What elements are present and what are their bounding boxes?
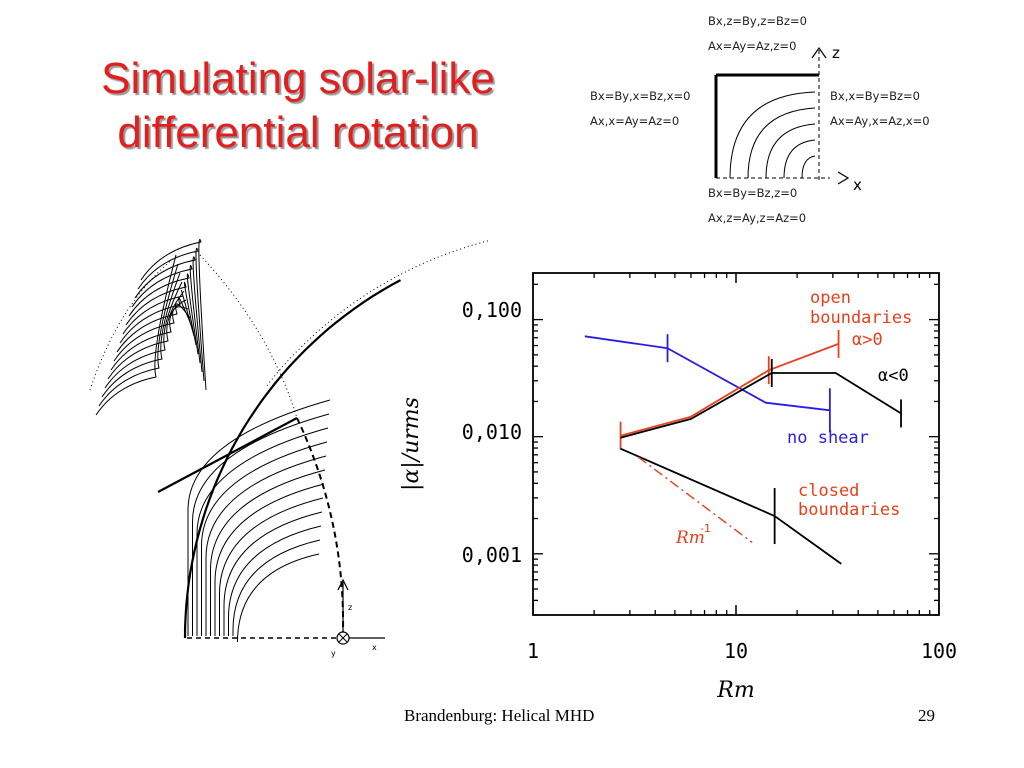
field-line-upper <box>104 281 183 389</box>
field-line-upper <box>98 263 179 407</box>
field-line-upper <box>119 297 193 344</box>
annotation-rm: Rm <box>675 528 705 548</box>
outer-boundary-upper <box>265 240 489 388</box>
field-line-lower <box>223 511 323 636</box>
field-line-upper <box>101 272 181 398</box>
bottom-bc-line-1: Bx=By=Bz,z=0 <box>708 186 797 200</box>
field-line-upper <box>95 254 177 416</box>
annotation-closed: closed <box>798 481 859 501</box>
slide-number: 29 <box>918 706 935 725</box>
field-line-lower <box>201 441 328 636</box>
field-line-upper <box>137 247 205 382</box>
x-tick-label-1: 1 <box>527 639 539 663</box>
field-line-upper <box>134 256 203 373</box>
series-line-1 <box>620 343 839 437</box>
right-bc-line-2: Ax=Ay,x=Az,x=0 <box>830 114 930 128</box>
field-lines <box>89 239 489 643</box>
left-bc-line-2: Ax,x=Ay=Az=0 <box>590 114 679 128</box>
field-line-lower <box>214 483 325 636</box>
footer-author: Brandenburg: Helical MHD <box>404 706 595 725</box>
top-bc-line-1: Bx,z=By,z=Bz=0 <box>708 14 807 28</box>
field-line-upper <box>110 299 187 371</box>
series-line-4 <box>637 456 753 543</box>
series-layer <box>584 329 902 565</box>
y-axis-label: |α|/urms <box>399 397 424 491</box>
title-line-1: Simulating solar-like <box>101 54 495 103</box>
x-tick-label-10: 10 <box>724 639 748 663</box>
into-page-icon <box>336 631 350 645</box>
field-line-lower <box>192 413 330 636</box>
boundary-axis-x: x <box>853 176 862 194</box>
field-line-lower <box>205 455 327 636</box>
inner-boundary-upper <box>89 254 179 391</box>
left-bc-line-1: Bx=By,x=Bz,x=0 <box>590 89 690 103</box>
x-ticks <box>532 273 940 615</box>
field-line-lower <box>237 553 320 643</box>
field-line-lower <box>210 469 326 636</box>
annotation-open: open <box>810 288 851 308</box>
boundary-box <box>714 46 850 185</box>
y-ticks <box>533 283 939 616</box>
field-line-lower <box>196 427 329 636</box>
field-line-upper <box>140 239 207 391</box>
field-line-lower <box>219 497 324 636</box>
series-line-2 <box>620 372 902 439</box>
inner-boundary-lower <box>183 279 402 639</box>
annotation-open-boundaries: boundaries <box>810 308 912 328</box>
right-bc-line-1: Bx,x=By=Bz=0 <box>830 89 920 103</box>
field-axis-y: y <box>331 649 336 658</box>
field-line-lower <box>228 525 322 636</box>
region-separator <box>157 417 298 493</box>
field-line-lower <box>232 539 321 636</box>
annotation-no-shear: no shear <box>787 428 869 448</box>
field-line-lower <box>187 399 331 636</box>
outer-boundary-upper-dotted <box>199 254 298 419</box>
annotation-rm-exponent: -1 <box>700 522 711 535</box>
field-line-upper <box>107 290 185 380</box>
outer-boundary-lower <box>296 417 345 633</box>
bottom-bc-line-2: Ax,z=Ay,z=Az=0 <box>708 211 806 225</box>
field-line-upper <box>116 303 191 353</box>
z-arrow-icon <box>337 578 349 591</box>
field-line-upper <box>128 273 199 355</box>
title-line-2: differential rotation <box>117 107 479 157</box>
field-axis-z: z <box>348 603 352 612</box>
series-line-0 <box>584 335 831 412</box>
slide-title: Simulating solar-like differential rotat… <box>18 52 578 159</box>
field-line-upper <box>113 306 189 362</box>
series-line-3 <box>620 447 842 565</box>
field-line-upper <box>122 289 195 337</box>
annotation-closed-boundaries: boundaries <box>798 500 900 520</box>
annotation-alpha-positive: α>0 <box>852 330 883 350</box>
boundary-axis-z: z <box>832 44 840 62</box>
x-axis-label: Rm <box>716 678 754 703</box>
y-tick-label-0100: 0,100 <box>462 298 522 322</box>
x-tick-label-100: 100 <box>921 639 957 663</box>
y-tick-label-0010: 0,010 <box>462 420 522 444</box>
plot-frame <box>532 272 940 616</box>
field-axis-x: x <box>372 643 377 652</box>
field-line-upper <box>125 281 197 346</box>
top-bc-line-2: Ax=Ay=Az,z=0 <box>708 39 796 53</box>
field-line-upper <box>131 265 201 364</box>
annotation-alpha-negative: α<0 <box>878 366 909 386</box>
y-tick-label-0001: 0,001 <box>462 543 522 567</box>
